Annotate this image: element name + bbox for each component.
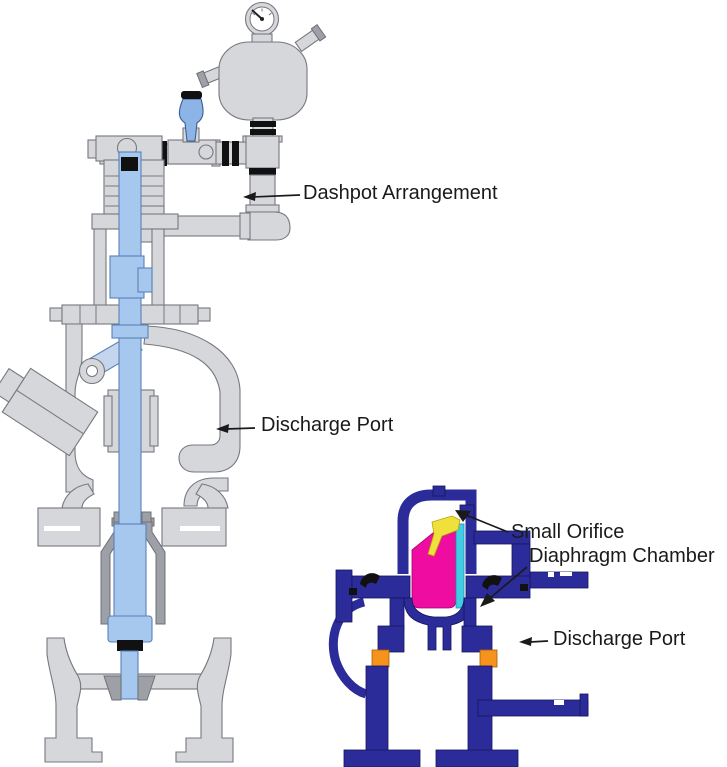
- discharge-port-pilot-arrow: [529, 640, 549, 643]
- stem-rod: [118, 151, 142, 533]
- seat-wedges: [103, 675, 156, 701]
- valve-stem: [103, 151, 159, 700]
- diaphragm-chamber-label: Diaphragm Chamber: [529, 545, 715, 567]
- dashpot-arrow: [251, 194, 301, 198]
- seat-insert-right: [479, 649, 498, 668]
- elbow-fitting: [247, 211, 291, 241]
- stem-nut: [107, 615, 153, 643]
- gauge-needle: [251, 9, 263, 20]
- tee-fitting: [245, 135, 280, 169]
- valve-handle: [178, 98, 204, 142]
- orifice-flow: [427, 515, 461, 557]
- pressure-gauge: [244, 1, 280, 45]
- lower-flange-plates: [37, 507, 227, 547]
- annotation-arrows: [216, 192, 549, 646]
- vessel-body: [218, 41, 308, 121]
- discharge-port-pilot-label: Discharge Port: [553, 628, 686, 650]
- discharge-port-main-arrow: [225, 427, 256, 430]
- pilot-left-wing: [351, 575, 411, 599]
- seat-insert-left: [371, 649, 390, 668]
- small-orifice-label: Small Orifice: [511, 521, 625, 543]
- discharge-passage-arm: [143, 325, 241, 473]
- dashpot-vessel: [196, 23, 327, 139]
- discharge-port-main-label: Discharge Port: [261, 414, 394, 436]
- diaphragm-chamber-arrow: [488, 566, 528, 600]
- pilot-dome: [397, 489, 477, 574]
- small-orifice-arrow: [465, 514, 509, 533]
- vessel-nozzle-right: [294, 23, 327, 53]
- pilot-outlet-arm: [477, 699, 589, 717]
- needle-valve: [167, 91, 217, 165]
- pilot-valve: [328, 485, 589, 767]
- dashpot-arrangement-label: Dashpot Arrangement: [303, 182, 498, 204]
- liner-strip: [455, 523, 465, 609]
- dashpot-vertical-pipe: [249, 174, 276, 207]
- packing-gland: [121, 157, 138, 171]
